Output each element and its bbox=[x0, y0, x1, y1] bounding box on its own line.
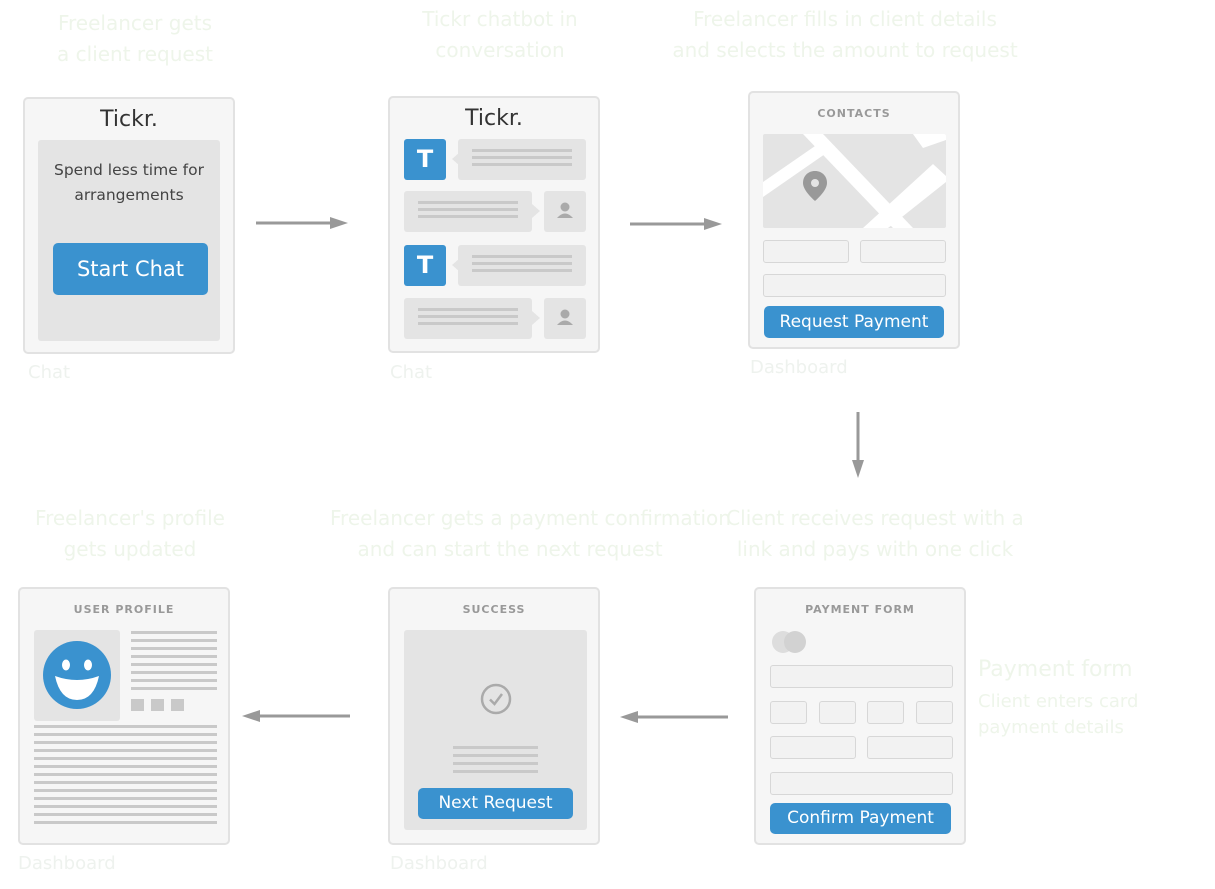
step6-platform: Dashboard bbox=[18, 853, 116, 874]
bot-avatar: T bbox=[404, 139, 446, 180]
step2-platform: Chat bbox=[390, 362, 433, 383]
screen-payment-form: PAYMENT FORM Confirm Payment bbox=[754, 587, 966, 845]
email-field[interactable] bbox=[770, 772, 953, 795]
first-name-field[interactable] bbox=[770, 736, 856, 759]
user-message-bubble bbox=[404, 191, 532, 232]
zip-field[interactable] bbox=[916, 701, 953, 724]
user-icon bbox=[557, 202, 573, 218]
step4-caption: Client receives request with a link and … bbox=[726, 506, 1024, 561]
expiry-year-field[interactable] bbox=[819, 701, 856, 724]
screen-success: SUCCESS Next Request bbox=[388, 587, 600, 845]
contact-field-first-name[interactable] bbox=[763, 240, 849, 263]
step3-platform: Dashboard bbox=[750, 357, 848, 378]
screen-title: PAYMENT FORM bbox=[805, 603, 915, 616]
tickr-logo: Tickr. bbox=[465, 106, 523, 131]
profile-info-lines bbox=[131, 631, 217, 690]
request-payment-button[interactable]: Request Payment bbox=[764, 306, 944, 338]
bubble-tail bbox=[532, 204, 540, 218]
success-text-lines bbox=[453, 746, 538, 773]
screen-chat: Tickr. T T bbox=[388, 96, 600, 353]
card-brand-icon bbox=[772, 631, 806, 653]
contact-field-amount[interactable] bbox=[763, 274, 946, 297]
map-area bbox=[763, 134, 946, 228]
card-number-field[interactable] bbox=[770, 665, 953, 688]
bot-avatar: T bbox=[404, 245, 446, 286]
success-panel: Next Request bbox=[404, 630, 587, 830]
user-message-bubble bbox=[404, 298, 532, 339]
user-avatar bbox=[544, 298, 586, 339]
tickr-logo: Tickr. bbox=[100, 107, 158, 132]
bubble-tail bbox=[532, 311, 540, 325]
next-request-button[interactable]: Next Request bbox=[418, 788, 573, 819]
map-pin-icon bbox=[803, 171, 827, 201]
arrow-down-icon bbox=[852, 412, 864, 478]
screen-user-profile: USER PROFILE bbox=[18, 587, 230, 845]
user-icon bbox=[557, 309, 573, 325]
step5-platform: Dashboard bbox=[390, 853, 488, 874]
smiley-avatar-icon bbox=[43, 641, 111, 709]
screen-title: CONTACTS bbox=[817, 107, 891, 120]
step3-caption: Freelancer fills in client details and s… bbox=[672, 7, 1018, 62]
arrow-left-icon bbox=[242, 710, 350, 722]
profile-description-lines bbox=[34, 725, 217, 824]
screen-contacts: CONTACTS Request Payment bbox=[748, 91, 960, 349]
user-avatar bbox=[544, 191, 586, 232]
step6-caption: Freelancer's profile gets updated bbox=[35, 506, 225, 561]
bot-message-bubble bbox=[458, 139, 586, 180]
screen-title: SUCCESS bbox=[462, 603, 526, 616]
contact-field-last-name[interactable] bbox=[860, 240, 946, 263]
map-roads bbox=[763, 134, 946, 228]
step1-platform: Chat bbox=[28, 362, 71, 383]
step5-caption: Freelancer gets a payment confirmation a… bbox=[330, 506, 731, 561]
arrow-right-icon bbox=[630, 218, 722, 230]
profile-avatar-frame bbox=[34, 630, 120, 721]
arrow-left-icon bbox=[620, 711, 728, 723]
last-name-field[interactable] bbox=[867, 736, 953, 759]
tagline: Spend less time for arrangements bbox=[54, 161, 204, 204]
step2-caption: Tickr chatbot in conversation bbox=[422, 7, 578, 62]
cvc-field[interactable] bbox=[867, 701, 904, 724]
check-circle-icon bbox=[480, 683, 512, 715]
screen-start-chat: Tickr. Spend less time for arrangements … bbox=[23, 97, 235, 354]
bot-message-bubble bbox=[458, 245, 586, 286]
welcome-panel: Spend less time for arrangements Start C… bbox=[38, 140, 220, 341]
arrow-right-icon bbox=[256, 217, 348, 229]
expiry-month-field[interactable] bbox=[770, 701, 807, 724]
step1-caption: Freelancer gets a client request bbox=[57, 11, 213, 66]
screen-title: USER PROFILE bbox=[73, 603, 175, 616]
start-chat-button[interactable]: Start Chat bbox=[53, 243, 208, 295]
confirm-payment-button[interactable]: Confirm Payment bbox=[770, 803, 951, 834]
payment-side-note: Payment form Client enters card payment … bbox=[978, 657, 1139, 738]
